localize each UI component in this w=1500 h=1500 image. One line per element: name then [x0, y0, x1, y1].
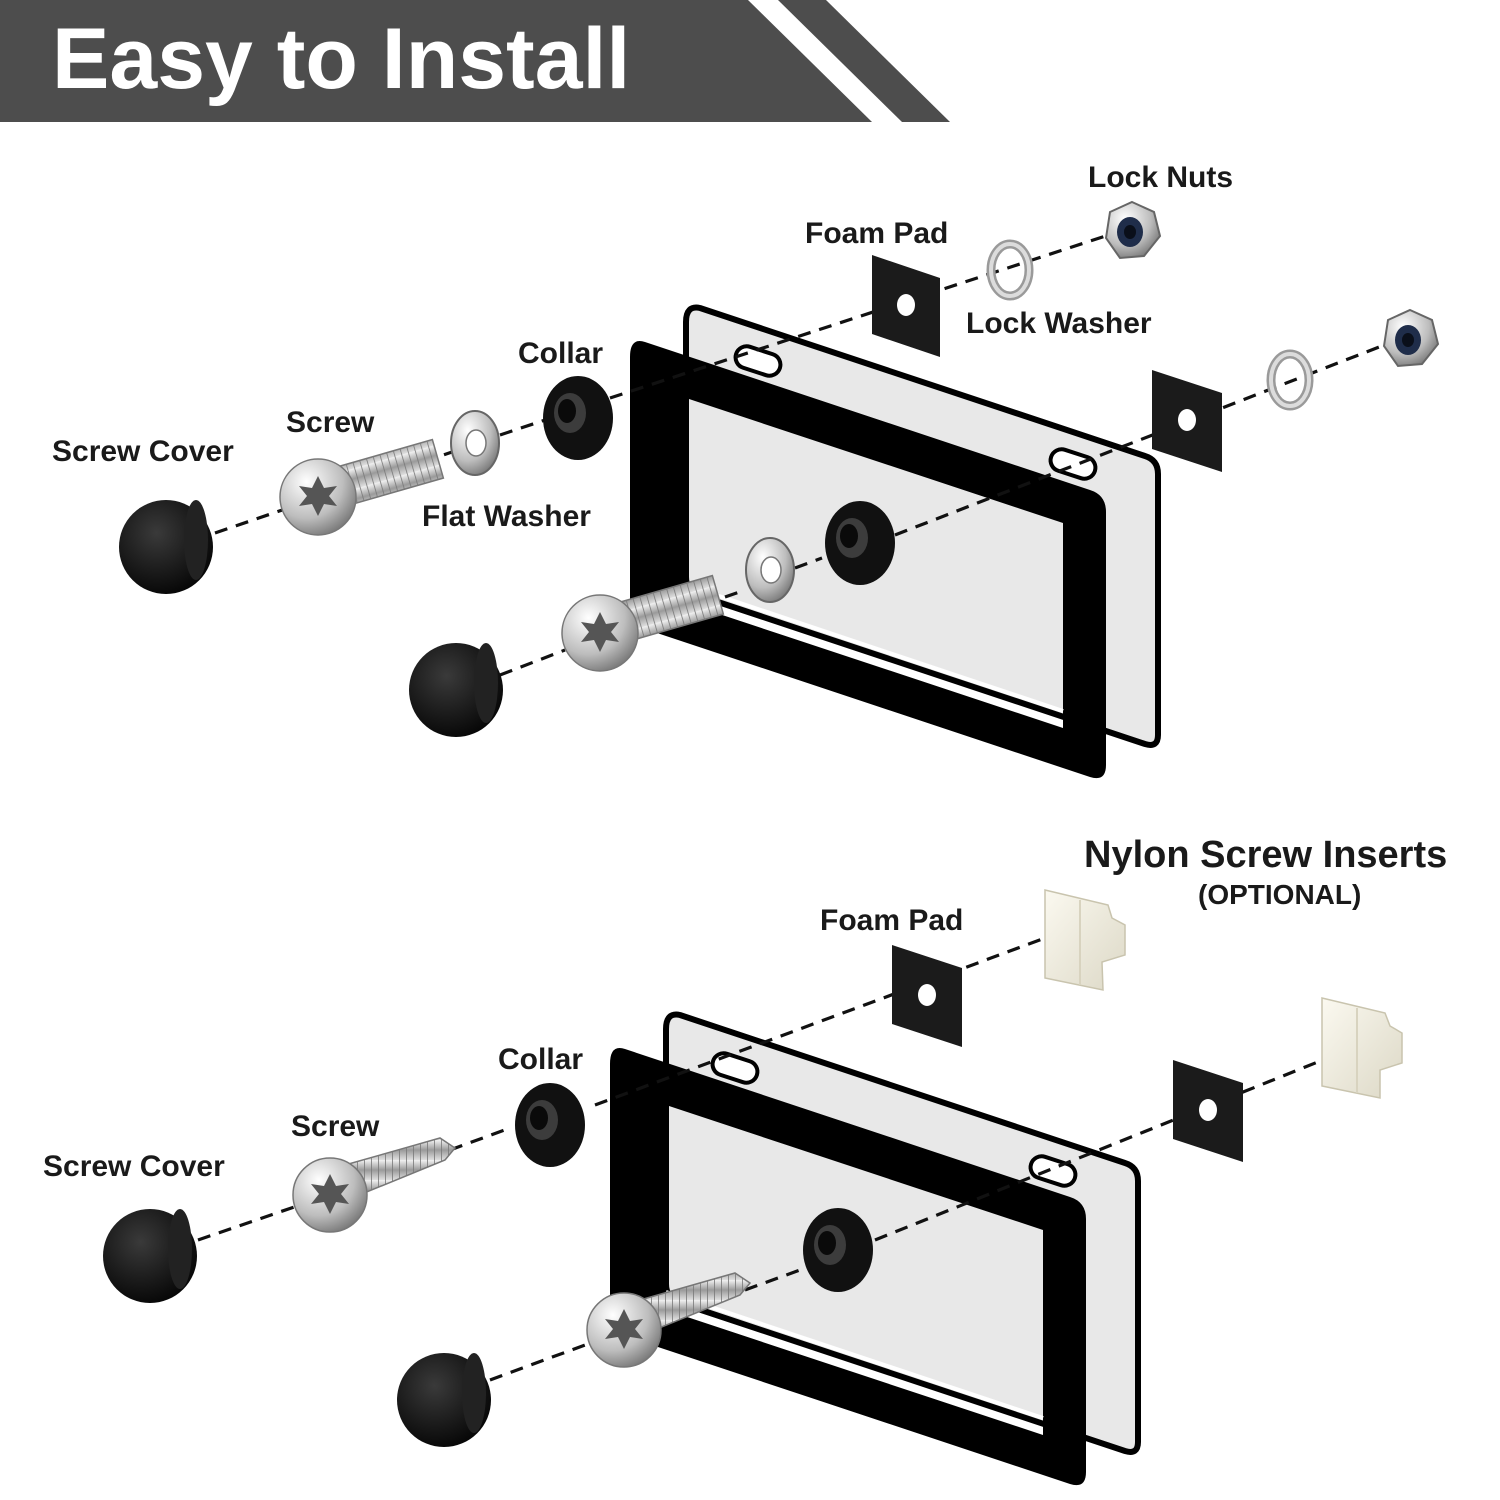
label-flat-washer: Flat Washer	[422, 500, 591, 533]
label-foam-pad: Foam Pad	[805, 217, 948, 250]
collar-icon	[543, 376, 613, 460]
axis-line	[214, 226, 1131, 535]
nylon-insert-icon	[1044, 889, 1126, 991]
screw-cover-rim	[462, 1353, 486, 1433]
bottom-assembly: Screw Cover Screw Collar Foam Pad Nylon …	[43, 834, 1447, 1486]
label-lock-washer: Lock Washer	[966, 307, 1152, 340]
lock-nut-icon	[1104, 200, 1162, 260]
screw-icon	[292, 1137, 457, 1233]
header-banner: Easy to Install	[0, 0, 950, 122]
flat-washer-icon	[745, 537, 795, 603]
screw-cover-rim	[184, 500, 208, 580]
label-screw: Screw	[291, 1110, 380, 1143]
plate-slot	[710, 1051, 760, 1085]
banner-background	[0, 0, 872, 122]
label-lock-nuts: Lock Nuts	[1088, 161, 1233, 194]
collar-icon	[803, 1208, 873, 1292]
nylon-insert-icon	[1321, 997, 1403, 1099]
label-foam-pad: Foam Pad	[820, 904, 963, 937]
screw-cover-rim	[474, 643, 498, 723]
lock-washer-icon	[986, 239, 1034, 301]
label-screw-cover: Screw Cover	[52, 435, 234, 468]
foam-pad-icon	[1173, 1060, 1243, 1162]
lock-washer-icon	[1266, 349, 1314, 411]
page-title: Easy to Install	[52, 11, 630, 107]
frame-inner-line	[685, 583, 1064, 713]
frame	[630, 341, 1106, 779]
label-collar: Collar	[518, 337, 603, 370]
label-optional: (OPTIONAL)	[1198, 879, 1361, 910]
screw-icon	[279, 438, 445, 536]
label-nylon-screw-inserts: Nylon Screw Inserts	[1084, 834, 1447, 876]
axis-line	[489, 1043, 1361, 1382]
foam-pad-icon	[1152, 370, 1222, 472]
top-assembly: Screw Cover Screw Flat Washer Collar Foa…	[52, 161, 1440, 779]
foam-pad-icon	[872, 255, 940, 357]
collar-icon	[515, 1083, 585, 1167]
frame-inner-line	[665, 1290, 1044, 1420]
lock-nut-icon	[1382, 308, 1440, 368]
axis-line	[197, 923, 1081, 1242]
label-screw-cover: Screw Cover	[43, 1150, 225, 1183]
foam-pad-icon	[892, 945, 962, 1047]
label-screw: Screw	[286, 406, 375, 439]
screw-icon	[561, 574, 725, 672]
flat-washer-icon	[450, 410, 500, 476]
banner-stripe	[778, 0, 950, 122]
screw-icon	[586, 1272, 752, 1368]
axis-line	[499, 333, 1411, 677]
collar-icon	[825, 501, 895, 585]
label-collar: Collar	[498, 1043, 583, 1076]
screw-cover-rim	[168, 1209, 192, 1289]
frame	[610, 1048, 1086, 1486]
